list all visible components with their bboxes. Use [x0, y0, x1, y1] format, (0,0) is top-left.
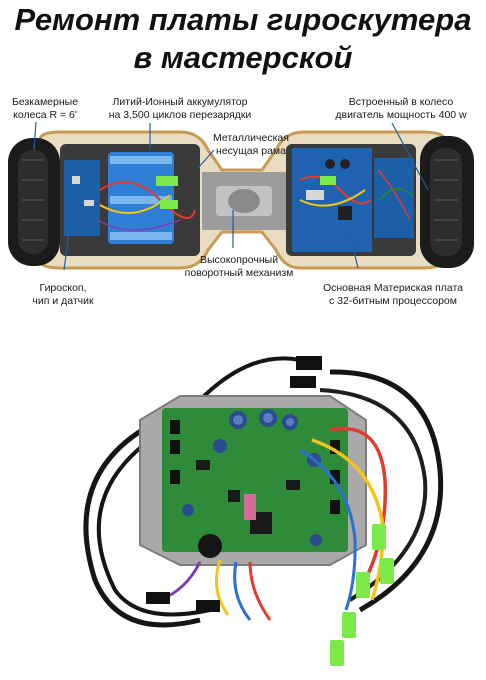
- gyro-board: [64, 160, 100, 236]
- label-gyro: Гироскоп,чип и датчик: [32, 282, 94, 307]
- page-title: Ремонт платы гироскутера: [14, 2, 472, 37]
- page-subtitle: в мастерской: [133, 40, 353, 75]
- main-pcb: [162, 408, 348, 552]
- motor-board: [374, 158, 414, 238]
- motherboard-image: [83, 356, 444, 666]
- connector-green: [156, 176, 178, 186]
- hoverboard-image: [8, 130, 474, 270]
- connector-green: [372, 524, 386, 550]
- leader-lines: [33, 121, 429, 271]
